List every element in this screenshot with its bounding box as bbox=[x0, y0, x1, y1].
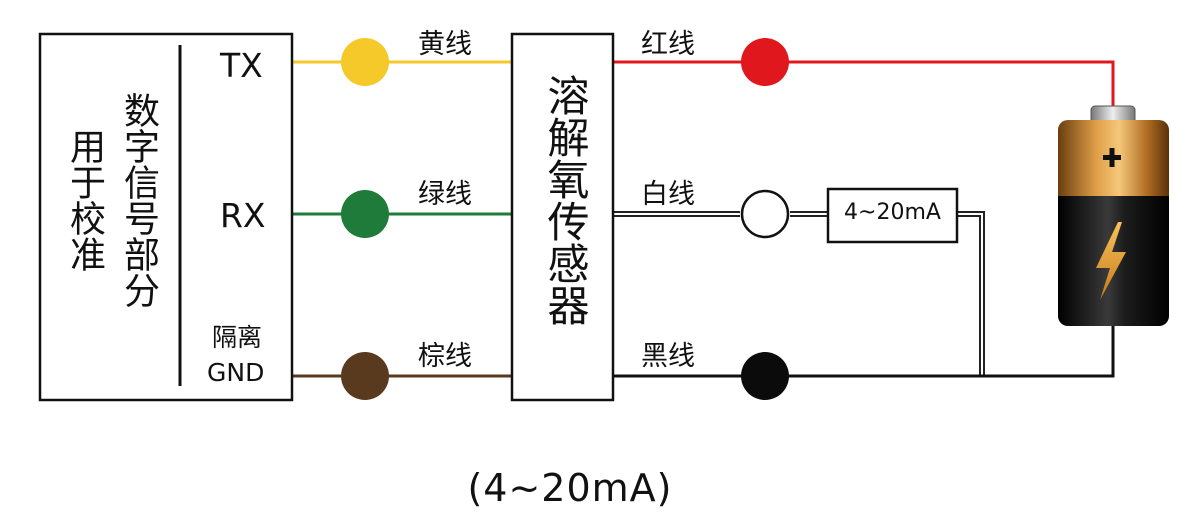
red-wire-label: 红线 bbox=[641, 29, 695, 60]
pin-tx-label: TX bbox=[220, 46, 263, 85]
brown-wire-label: 棕线 bbox=[418, 341, 472, 372]
black-terminal bbox=[741, 352, 789, 400]
black-wire-label: 黑线 bbox=[641, 341, 695, 372]
pin-gnd-bottom-label: GND bbox=[207, 358, 265, 387]
red-wire bbox=[613, 60, 1115, 112]
white-wire-return-core bbox=[957, 213, 983, 376]
yellow-wire-label: 黄线 bbox=[418, 29, 472, 60]
red-terminal bbox=[741, 38, 789, 86]
calibration-box bbox=[38, 32, 294, 402]
white-wire-return bbox=[957, 211, 985, 376]
white-wire-label: 白线 bbox=[641, 179, 695, 210]
battery-plus-bar-v bbox=[1109, 148, 1115, 167]
brown-terminal bbox=[341, 352, 389, 400]
calibration-inner-label: 数字信号部分 bbox=[118, 92, 159, 308]
green-wire-label: 绿线 bbox=[418, 179, 472, 210]
pin-gnd-top-label: 隔离 bbox=[212, 323, 263, 352]
battery-icon bbox=[1058, 105, 1169, 326]
calibration-outer-label: 用于校准 bbox=[64, 128, 105, 272]
lightning-bolt-icon bbox=[1096, 222, 1126, 300]
sensor-box bbox=[510, 32, 615, 402]
white-terminal bbox=[740, 189, 790, 239]
caption: (4~20mA) bbox=[467, 466, 673, 510]
meter-label: 4~20mA bbox=[844, 200, 941, 225]
green-terminal bbox=[341, 190, 389, 238]
pin-rx-label: RX bbox=[220, 196, 266, 235]
meter-box bbox=[826, 187, 959, 244]
sensor-label: 溶解氧传感器 bbox=[541, 74, 590, 326]
yellow-terminal bbox=[341, 38, 389, 86]
